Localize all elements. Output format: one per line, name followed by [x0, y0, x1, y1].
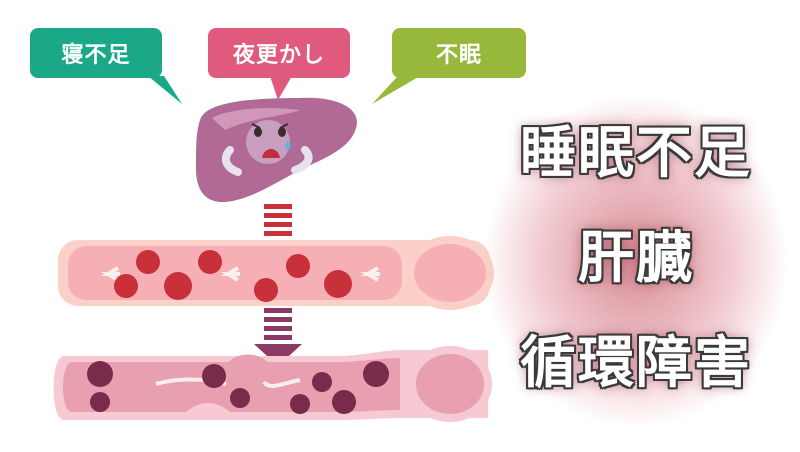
- cause-label: 不眠: [435, 43, 482, 68]
- bubble-tail: [270, 76, 292, 100]
- cause-bubble-sleep-deprivation: 寝不足: [30, 28, 162, 78]
- damaged-blood-vessel: [53, 346, 492, 422]
- bubble-tail: [148, 76, 182, 104]
- headline-line-2: 肝臓: [578, 226, 694, 291]
- arrow-down-icon: [254, 308, 302, 366]
- bubble-tail: [372, 76, 420, 104]
- cause-bubble-staying-up-late: 夜更かし: [208, 28, 350, 78]
- blood-cell-icon: [87, 361, 389, 414]
- headline-line-3: 循環障害: [520, 331, 752, 396]
- cause-label: 夜更かし: [232, 43, 325, 68]
- headline-glow: [486, 96, 786, 426]
- cause-bubble-insomnia: 不眠: [392, 28, 526, 78]
- blood-cell-icon: [114, 250, 352, 302]
- cause-label: 寝不足: [61, 43, 131, 68]
- headline-line-1: 睡眠不足: [520, 121, 752, 186]
- liver-character-icon: [195, 97, 357, 203]
